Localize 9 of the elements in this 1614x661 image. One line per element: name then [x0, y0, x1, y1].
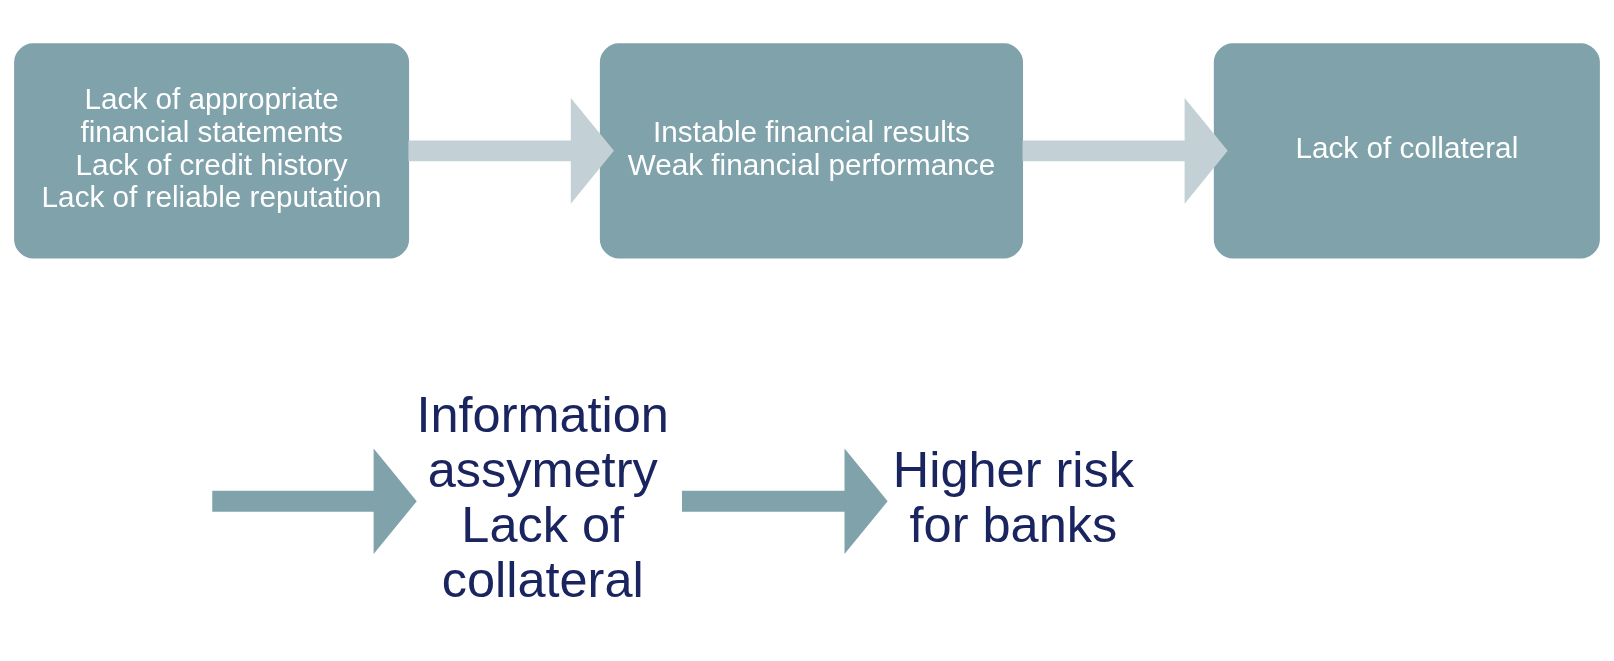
node-box: Instable financial results Weak financial performance: [599, 43, 1024, 259]
arrow: [212, 448, 417, 555]
arrow: [1022, 98, 1228, 204]
node-text: Information assymetry Lack of collateral: [416, 385, 669, 608]
arrow: [682, 448, 888, 555]
node-box: Lack of appropriate financial statements Lack of credit history Lack of reliable reputation: [14, 43, 410, 259]
node-text: Higher risk for banks: [892, 440, 1134, 553]
arrow: [408, 98, 614, 204]
node-box: Lack of collateral: [1213, 43, 1600, 259]
